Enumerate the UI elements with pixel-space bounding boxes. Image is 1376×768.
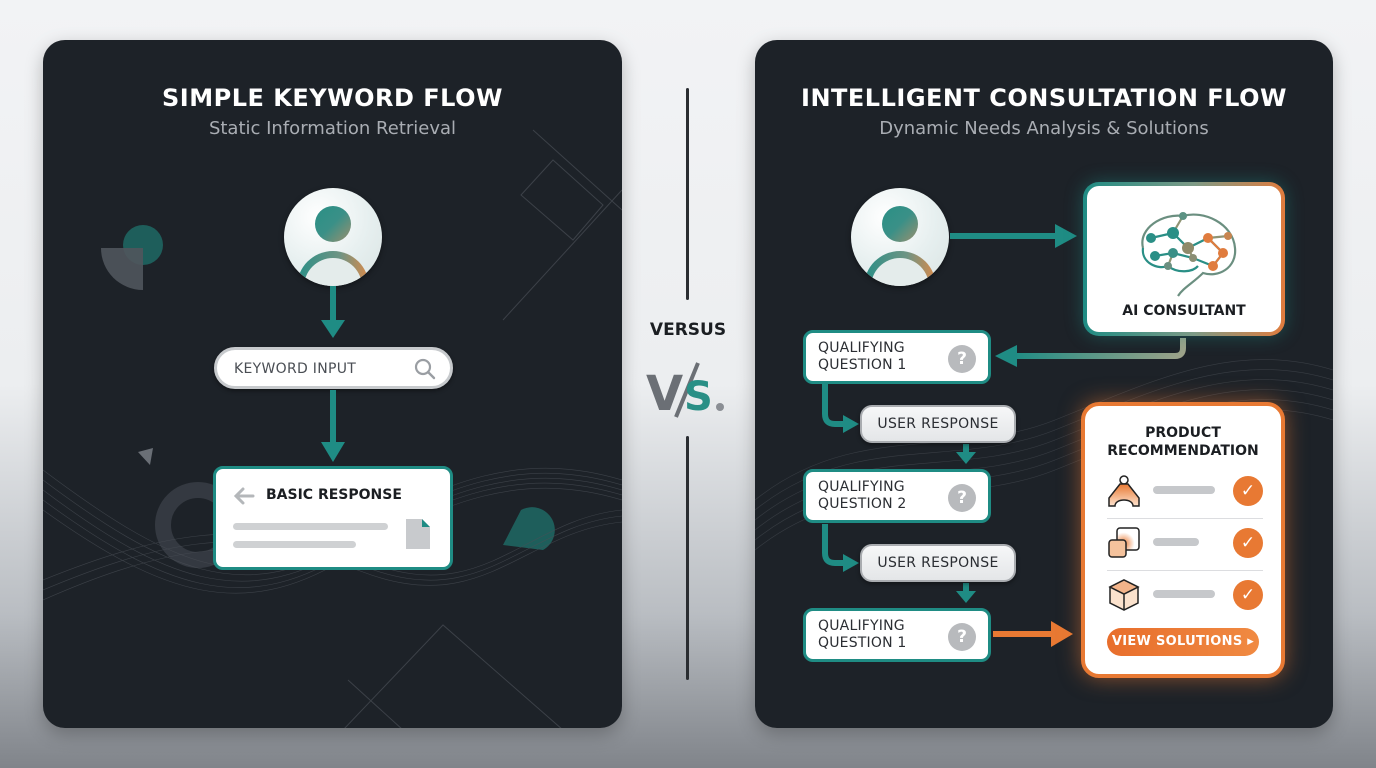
text-placeholder-line bbox=[233, 523, 388, 530]
question-text: QUALIFYING QUESTION 1 bbox=[818, 618, 907, 651]
panel-title: INTELLIGENT CONSULTATION FLOW bbox=[801, 84, 1287, 112]
product-item: ✓ bbox=[1107, 468, 1263, 514]
product-recommendation-card: PRODUCT RECOMMENDATION ✓ ✓ bbox=[1081, 402, 1285, 678]
basic-response-card: BASIC RESPONSE bbox=[213, 466, 453, 570]
view-solutions-button[interactable]: VIEW SOLUTIONS ▸ bbox=[1107, 628, 1259, 656]
layered-squares-icon bbox=[1108, 527, 1140, 558]
divider-top bbox=[686, 88, 689, 300]
user-response-label: USER RESPONSE bbox=[877, 416, 999, 432]
panel-subtitle: Dynamic Needs Analysis & Solutions bbox=[879, 118, 1209, 139]
simple-keyword-flow-panel: SIMPLE KEYWORD FLOW Static Information R… bbox=[43, 40, 622, 728]
row-separator bbox=[1107, 570, 1263, 571]
user-response-label: USER RESPONSE bbox=[877, 555, 999, 571]
panel-title: SIMPLE KEYWORD FLOW bbox=[162, 84, 503, 112]
brain-network-icon bbox=[1141, 212, 1237, 297]
item-placeholder-bar bbox=[1153, 538, 1199, 546]
help-question-icon: ? bbox=[948, 623, 976, 651]
question-text: QUALIFYING QUESTION 2 bbox=[818, 479, 907, 512]
help-question-icon: ? bbox=[948, 484, 976, 512]
document-icon bbox=[406, 519, 430, 549]
user-response-2-pill: USER RESPONSE bbox=[860, 544, 1016, 582]
panel-subtitle: Static Information Retrieval bbox=[208, 118, 457, 139]
text-placeholder-line bbox=[233, 541, 356, 548]
cube-icon bbox=[1108, 579, 1140, 611]
basic-response-title: BASIC RESPONSE bbox=[266, 487, 402, 503]
question-text: QUALIFYING QUESTION 1 bbox=[818, 340, 907, 373]
search-icon[interactable] bbox=[414, 358, 436, 380]
intelligent-consultation-flow-panel: INTELLIGENT CONSULTATION FLOW Dynamic Ne… bbox=[755, 40, 1333, 728]
arrow-down-icon bbox=[321, 390, 345, 462]
item-placeholder-bar bbox=[1153, 486, 1215, 494]
arch-connector-icon bbox=[1108, 475, 1140, 507]
back-arrow-icon bbox=[233, 487, 255, 505]
row-separator bbox=[1107, 518, 1263, 519]
check-icon: ✓ bbox=[1233, 528, 1263, 558]
product-item: ✓ bbox=[1107, 520, 1263, 566]
item-placeholder-bar bbox=[1153, 590, 1215, 598]
check-icon: ✓ bbox=[1233, 580, 1263, 610]
user-avatar-icon bbox=[284, 188, 382, 286]
svg-text:S: S bbox=[684, 374, 713, 420]
product-recommendation-title: PRODUCT RECOMMENDATION bbox=[1107, 425, 1259, 459]
vs-logo-icon: V S bbox=[646, 362, 724, 422]
user-avatar-icon bbox=[851, 188, 949, 286]
keyword-input[interactable]: KEYWORD INPUT bbox=[214, 347, 453, 389]
qualifying-question-2-card: QUALIFYING QUESTION 2 ? bbox=[803, 469, 991, 523]
qualifying-question-1-card: QUALIFYING QUESTION 1 ? bbox=[803, 330, 991, 384]
user-response-1-pill: USER RESPONSE bbox=[860, 405, 1016, 443]
check-icon: ✓ bbox=[1233, 476, 1263, 506]
help-question-icon: ? bbox=[948, 345, 976, 373]
ai-consultant-label: AI CONSULTANT bbox=[1122, 303, 1246, 319]
keyword-input-label: KEYWORD INPUT bbox=[234, 361, 357, 377]
ai-consultant-card: AI CONSULTANT bbox=[1083, 182, 1285, 336]
product-item: ✓ bbox=[1107, 572, 1263, 618]
versus-label: VERSUS bbox=[649, 320, 727, 340]
arrow-down-icon bbox=[321, 286, 345, 338]
qualifying-question-3-card: QUALIFYING QUESTION 1 ? bbox=[803, 608, 991, 662]
divider-bottom bbox=[686, 436, 689, 680]
